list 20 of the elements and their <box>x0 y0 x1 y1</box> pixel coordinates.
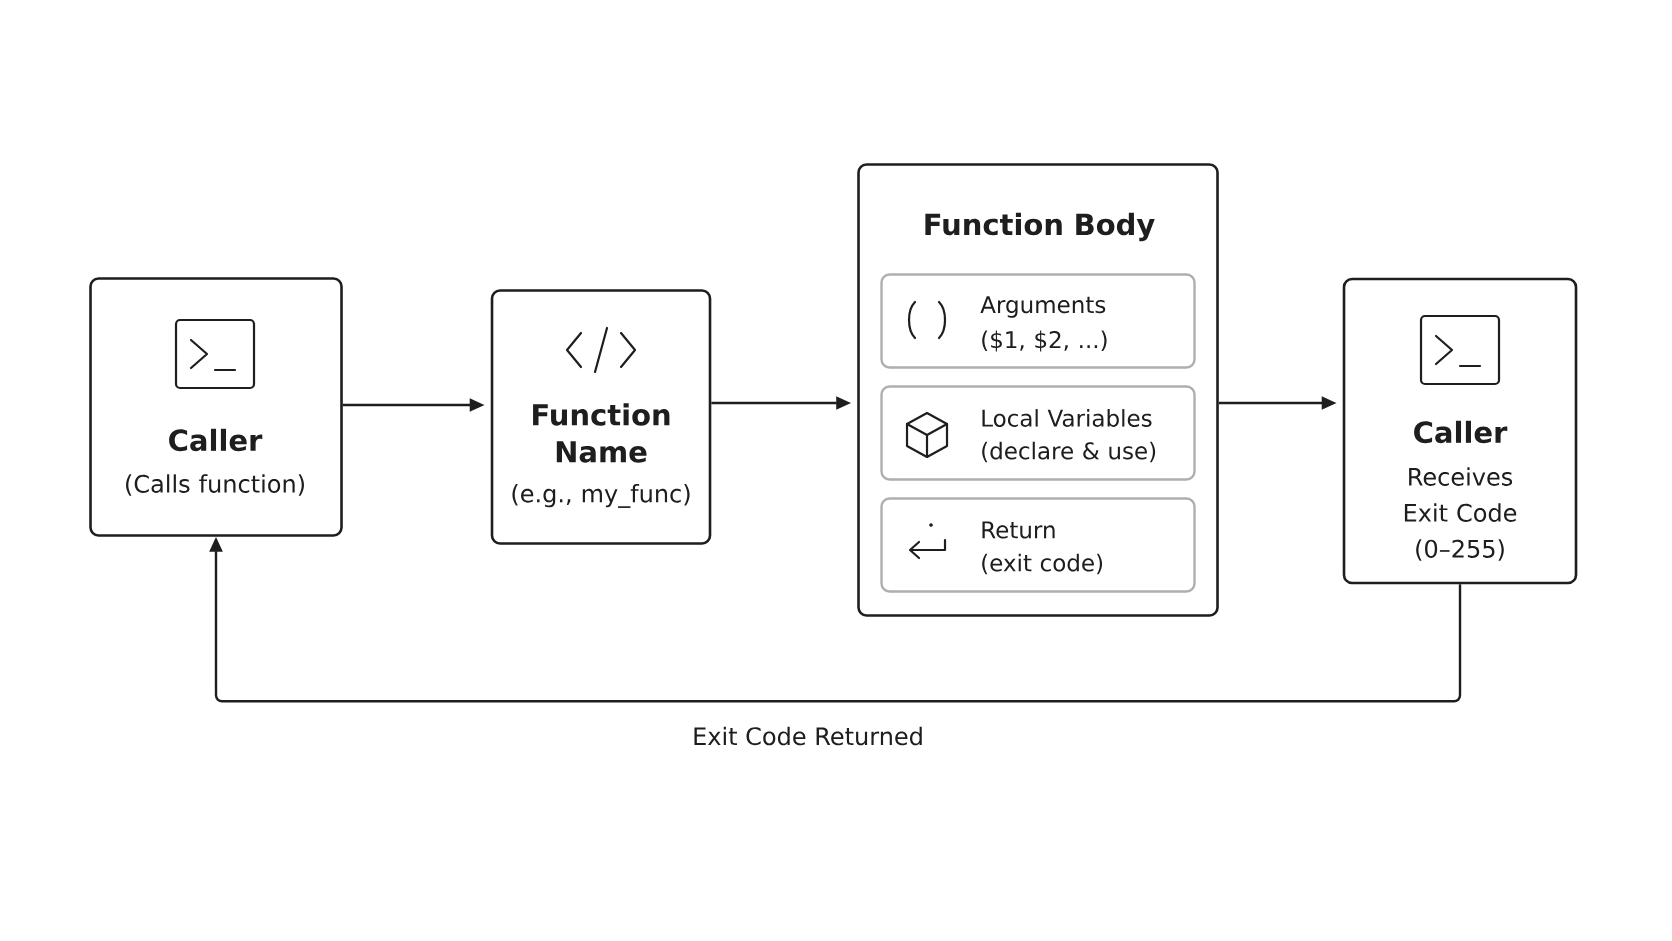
item-box <box>880 385 1196 481</box>
item-text: Local Variables <box>982 409 1152 427</box>
box-heading: Function Body <box>925 212 1155 242</box>
process-box <box>490 289 712 545</box>
item-text: (exit code) <box>982 553 1103 575</box>
edge-label: Exit Code Returned <box>690 724 926 748</box>
box-heading: Caller <box>1414 420 1508 444</box>
box-text: (Calls function) <box>126 474 304 496</box>
box-heading: Function Name <box>533 403 670 463</box>
item-text: Return <box>982 521 1055 539</box>
process-box <box>1342 277 1578 585</box>
item-text: ($1, $2, ...) <box>982 330 1107 352</box>
item-box <box>880 273 1196 369</box>
box-text: (e.g., my_func) <box>512 484 690 508</box>
item-text: Arguments <box>980 296 1106 318</box>
item-box <box>880 497 1196 593</box>
box-text: Receives Exit Code (0–255) <box>1404 467 1517 561</box>
item-text: (declare & use) <box>982 441 1156 463</box>
box-heading: Caller <box>169 428 263 452</box>
process-box <box>89 277 343 537</box>
